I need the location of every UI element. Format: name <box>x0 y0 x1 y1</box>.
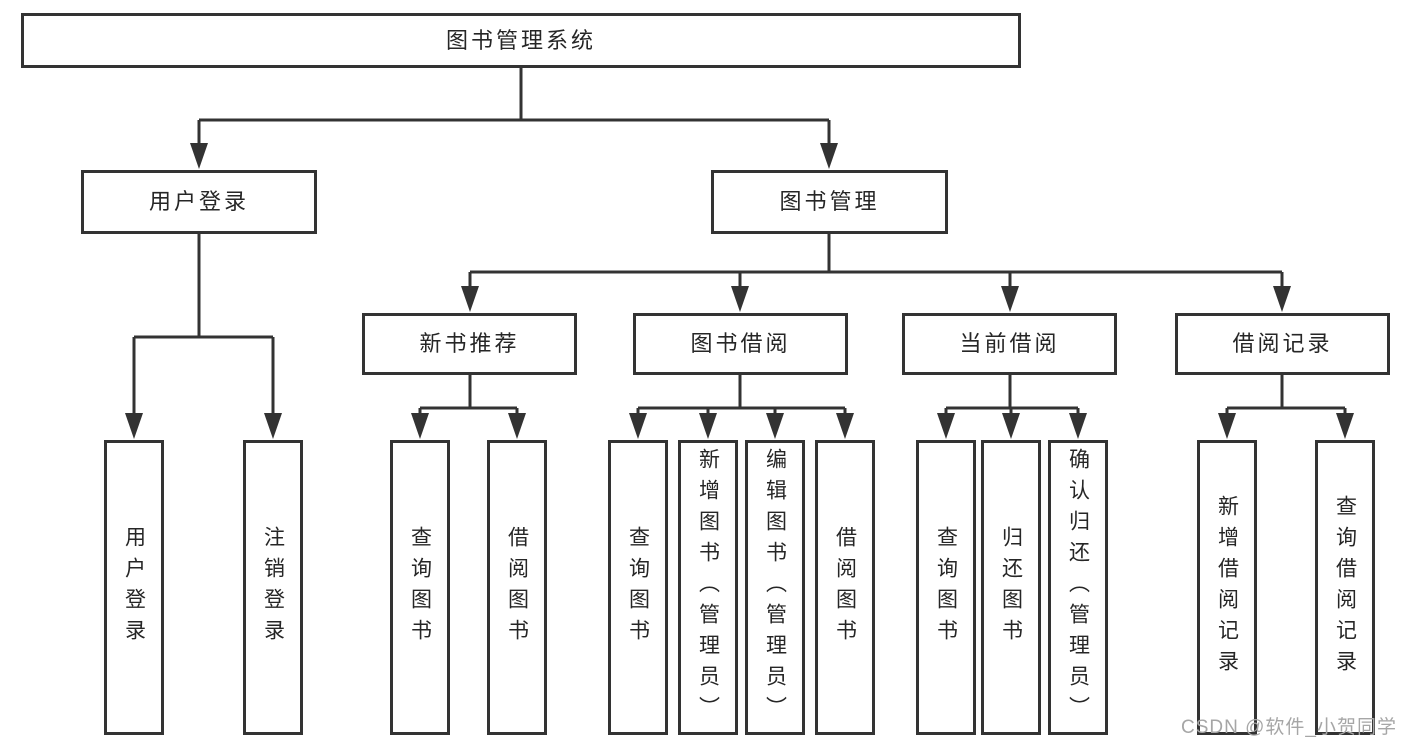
leaf-add-borrow-record: 新增借阅记录 <box>1197 440 1257 735</box>
leaf-logout: 注销登录 <box>243 440 303 735</box>
arrowhead <box>1001 286 1019 312</box>
arrowhead <box>836 413 854 439</box>
node-current-borrow: 当前借阅 <box>902 313 1117 375</box>
arrowhead <box>125 413 143 439</box>
connector-new-book-branch <box>411 375 526 439</box>
leaf-borrow-books-recommend: 借阅图书 <box>487 440 547 735</box>
node-root: 图书管理系统 <box>21 13 1021 68</box>
arrowhead <box>190 143 208 169</box>
leaf-logout-label: 注销登录 <box>261 525 285 650</box>
node-book-management-label: 图书管理 <box>779 189 880 214</box>
leaf-borrow-books: 借阅图书 <box>815 440 875 735</box>
leaf-user-login: 用户登录 <box>104 440 164 735</box>
node-new-book-recommend: 新书推荐 <box>362 313 577 375</box>
leaf-query-books-current: 查询图书 <box>916 440 976 735</box>
connector-user-login-branch <box>125 234 282 439</box>
leaf-query-books-borrow: 查询图书 <box>608 440 668 735</box>
arrowhead <box>699 413 717 439</box>
leaf-confirm-return-admin: 确认归还（管理员） <box>1048 440 1108 735</box>
arrowhead <box>731 286 749 312</box>
node-new-book-recommend-label: 新书推荐 <box>419 331 520 356</box>
arrowhead <box>1336 413 1354 439</box>
connector-current-borrow-branch <box>937 375 1087 439</box>
connector-line <box>636 375 847 414</box>
arrowhead <box>1218 413 1236 439</box>
leaf-borrow-books-label: 借阅图书 <box>833 525 857 650</box>
leaf-add-book-admin: 新增图书（管理员） <box>678 440 738 735</box>
leaf-add-book-admin-label: 新增图书（管理员） <box>696 448 720 727</box>
connector-book-borrow-branch <box>629 375 854 439</box>
arrowhead <box>937 413 955 439</box>
node-borrow-records-label: 借阅记录 <box>1232 331 1333 356</box>
leaf-query-books-recommend: 查询图书 <box>390 440 450 735</box>
node-book-borrow-label: 图书借阅 <box>690 331 791 356</box>
node-root-label: 图书管理系统 <box>445 27 596 53</box>
arrowhead <box>766 413 784 439</box>
leaf-confirm-return-admin-label: 确认归还（管理员） <box>1066 448 1090 727</box>
node-book-borrow: 图书借阅 <box>633 313 848 375</box>
leaf-user-login-label: 用户登录 <box>122 525 146 650</box>
connector-borrow-records-branch <box>1218 375 1354 439</box>
connector-line <box>132 234 275 414</box>
arrowhead <box>629 413 647 439</box>
arrowhead <box>1002 413 1020 439</box>
connector-line <box>197 68 831 144</box>
leaf-edit-book-admin-label: 编辑图书（管理员） <box>763 448 787 727</box>
csdn-watermark: CSDN @软件_小贺同学 <box>1181 717 1397 738</box>
arrowhead <box>264 413 282 439</box>
node-user-login: 用户登录 <box>81 170 317 234</box>
leaf-query-books-borrow-label: 查询图书 <box>626 525 650 650</box>
leaf-edit-book-admin: 编辑图书（管理员） <box>745 440 805 735</box>
node-current-borrow-label: 当前借阅 <box>959 331 1060 356</box>
leaf-query-borrow-record-label: 查询借阅记录 <box>1333 494 1357 681</box>
arrowhead <box>1069 413 1087 439</box>
node-book-management: 图书管理 <box>711 170 948 234</box>
connector-root-to-level2 <box>190 68 838 169</box>
leaf-return-books: 归还图书 <box>981 440 1041 735</box>
connector-line <box>1225 375 1347 414</box>
arrowhead <box>461 286 479 312</box>
leaf-query-books-current-label: 查询图书 <box>934 525 958 650</box>
leaf-add-borrow-record-label: 新增借阅记录 <box>1215 494 1239 681</box>
connector-line <box>468 234 1284 287</box>
node-borrow-records: 借阅记录 <box>1175 313 1390 375</box>
leaf-borrow-books-recommend-label: 借阅图书 <box>505 525 529 650</box>
node-user-login-label: 用户登录 <box>148 189 249 214</box>
arrowhead <box>1273 286 1291 312</box>
arrowhead <box>820 143 838 169</box>
connector-line <box>418 375 519 414</box>
leaf-query-books-recommend-label: 查询图书 <box>408 525 432 650</box>
arrowhead <box>411 413 429 439</box>
leaf-query-borrow-record: 查询借阅记录 <box>1315 440 1375 735</box>
leaf-return-books-label: 归还图书 <box>999 525 1023 650</box>
connector-book-management-branch <box>461 234 1291 312</box>
connector-line <box>944 375 1080 414</box>
arrowhead <box>508 413 526 439</box>
